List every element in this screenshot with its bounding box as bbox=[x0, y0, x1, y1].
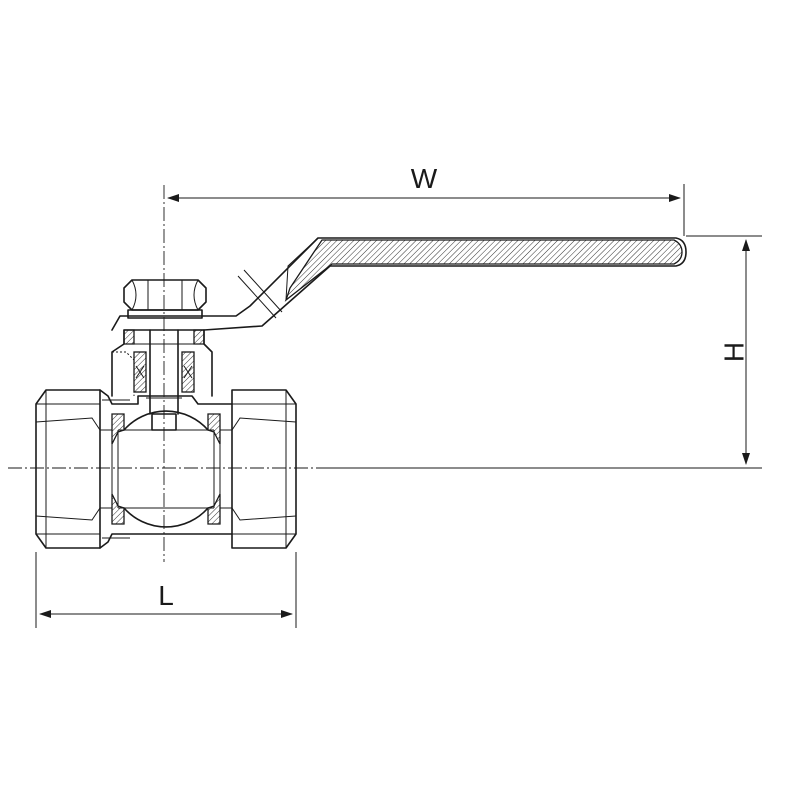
bonnet bbox=[111, 329, 213, 415]
hex-nut bbox=[123, 279, 207, 319]
handle-lever bbox=[111, 237, 687, 331]
dimension-w: W bbox=[167, 163, 685, 236]
gland-detail bbox=[112, 351, 135, 396]
handle-grip bbox=[284, 239, 683, 302]
h-label: H bbox=[718, 342, 749, 362]
break-mark bbox=[237, 275, 277, 319]
valve-body bbox=[35, 389, 297, 549]
l-label: L bbox=[158, 580, 174, 611]
dimension-h: H bbox=[320, 235, 762, 469]
stem-tang bbox=[151, 413, 177, 431]
bonnet-body bbox=[111, 329, 213, 397]
dimension-l: L bbox=[35, 552, 297, 628]
body-top bbox=[99, 389, 233, 405]
bonnet-washer-right bbox=[193, 329, 205, 345]
nut-washer bbox=[127, 309, 203, 319]
packing-rings bbox=[133, 351, 195, 393]
right-bore bbox=[219, 417, 297, 521]
handle-outer bbox=[111, 237, 687, 331]
right-seat bbox=[207, 413, 221, 445]
body-bottom bbox=[99, 533, 233, 549]
ball bbox=[123, 410, 209, 528]
left-seat bbox=[111, 413, 125, 445]
center-lines bbox=[8, 185, 320, 562]
bonnet-washer-left bbox=[123, 329, 135, 345]
left-bore bbox=[35, 417, 113, 521]
w-label: W bbox=[411, 163, 438, 194]
